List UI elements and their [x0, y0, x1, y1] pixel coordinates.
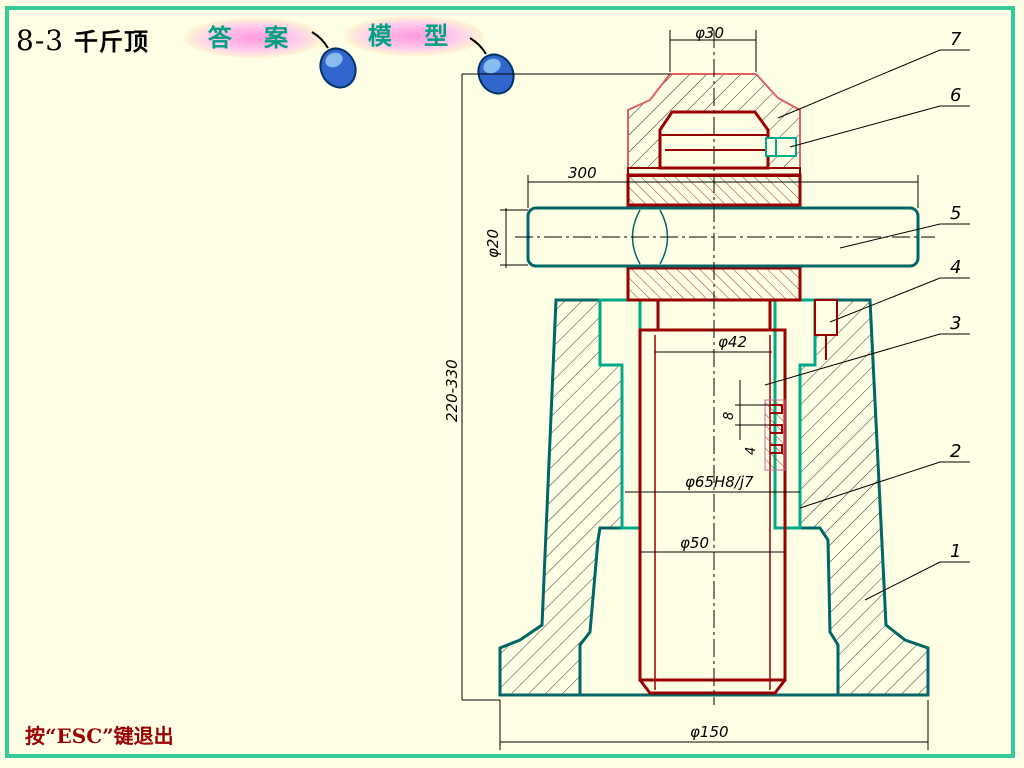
title-name: 千斤顶 [74, 28, 149, 56]
slide-frame [5, 6, 1015, 758]
dim-fit: φ65H8/j7 [685, 473, 754, 491]
esc-hint: 按“ESC”键退出 [25, 724, 174, 748]
dim-base-dia: φ150 [690, 723, 729, 741]
dim-inner-dia: φ50 [680, 534, 709, 552]
part-label-2: 2 [950, 441, 961, 462]
dim-pitch: 8 [722, 412, 737, 420]
model-button[interactable]: 模 型 [344, 16, 484, 56]
dim-handle-len: 300 [568, 164, 597, 182]
dim-screw-dia: φ42 [718, 333, 747, 351]
dim-handle-dia: φ20 [484, 229, 502, 258]
part-label-7: 7 [950, 29, 962, 50]
part-label-3: 3 [950, 313, 961, 334]
part-label-5: 5 [950, 203, 961, 224]
dim-depth: 4 [744, 447, 759, 455]
dim-top-dia: φ30 [695, 24, 724, 42]
page-title: 8-3 千斤顶 [16, 22, 149, 57]
part-label-4: 4 [950, 257, 961, 278]
part-label-1: 1 [950, 541, 961, 562]
title-number: 8-3 [16, 24, 65, 57]
part-label-6: 6 [950, 85, 961, 106]
answer-button[interactable]: 答 案 [184, 18, 324, 58]
dim-height: 220-330 [443, 359, 461, 422]
mouse-icon[interactable] [308, 28, 358, 90]
